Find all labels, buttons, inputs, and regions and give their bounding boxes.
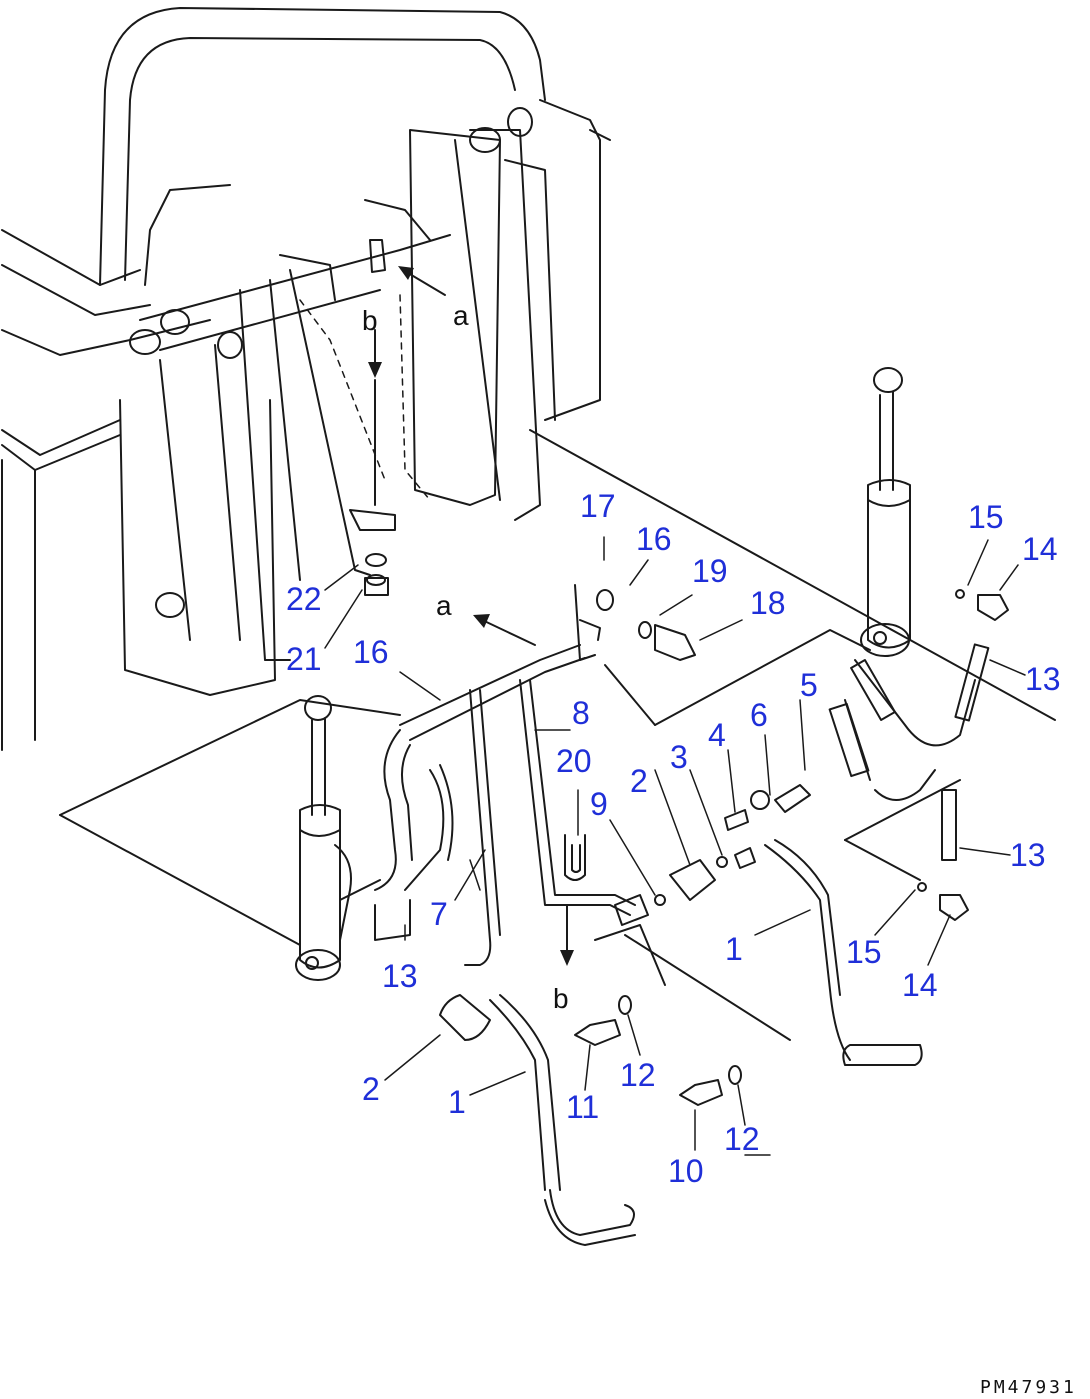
callout-21: 21 xyxy=(286,641,322,677)
callout-16: 16 xyxy=(353,634,389,670)
hydraulic-cylinder-right xyxy=(860,367,911,657)
callout-16: 16 xyxy=(636,521,672,557)
callout-14: 14 xyxy=(1022,531,1058,567)
part-callouts: 17 16 19 18 15 14 13 22 21 16 5 6 8 4 3 … xyxy=(286,488,1061,1189)
callout-3: 3 xyxy=(670,739,688,775)
letter-b-bottom: b xyxy=(553,983,569,1014)
callout-12: 12 xyxy=(724,1121,760,1157)
callout-13: 13 xyxy=(1025,661,1061,697)
letter-b-top: b xyxy=(362,305,378,336)
callout-19: 19 xyxy=(692,553,728,589)
hydraulic-lines xyxy=(334,553,1009,1246)
callout-22: 22 xyxy=(286,581,322,617)
callout-15: 15 xyxy=(846,934,882,970)
callout-10: 10 xyxy=(668,1153,704,1189)
callout-1: 1 xyxy=(448,1084,466,1120)
callout-8: 8 xyxy=(572,695,590,731)
callout-7: 7 xyxy=(430,896,448,932)
arrow-a-top xyxy=(398,266,414,280)
arrow-b-top xyxy=(368,362,382,378)
direction-arrows xyxy=(368,266,574,966)
arrow-b-bottom xyxy=(560,950,574,966)
callout-5: 5 xyxy=(800,667,818,703)
callout-2: 2 xyxy=(362,1071,380,1107)
callout-13: 13 xyxy=(382,958,418,994)
view-letters: a b a b xyxy=(362,300,569,1014)
section-frame-lines xyxy=(59,629,961,1041)
callout-14: 14 xyxy=(902,967,938,1003)
callout-20: 20 xyxy=(556,743,592,779)
arrow-a-mid xyxy=(473,614,490,628)
chassis-frame xyxy=(1,7,1056,751)
letter-a-mid: a xyxy=(436,590,452,621)
letter-a-top: a xyxy=(453,300,469,331)
hydraulic-cylinder-left xyxy=(295,695,341,981)
callout-15: 15 xyxy=(968,499,1004,535)
drawing-code: PM47931 xyxy=(980,1377,1077,1398)
callout-4: 4 xyxy=(708,717,726,753)
leader-lines xyxy=(324,536,1026,1156)
callout-12: 12 xyxy=(620,1057,656,1093)
callout-18: 18 xyxy=(750,585,786,621)
callout-17: 17 xyxy=(580,488,616,524)
callout-1: 1 xyxy=(725,931,743,967)
callout-13: 13 xyxy=(1010,837,1046,873)
callout-2: 2 xyxy=(630,763,648,799)
callout-6: 6 xyxy=(750,697,768,733)
callout-11: 11 xyxy=(566,1089,599,1125)
callout-9: 9 xyxy=(590,786,608,822)
